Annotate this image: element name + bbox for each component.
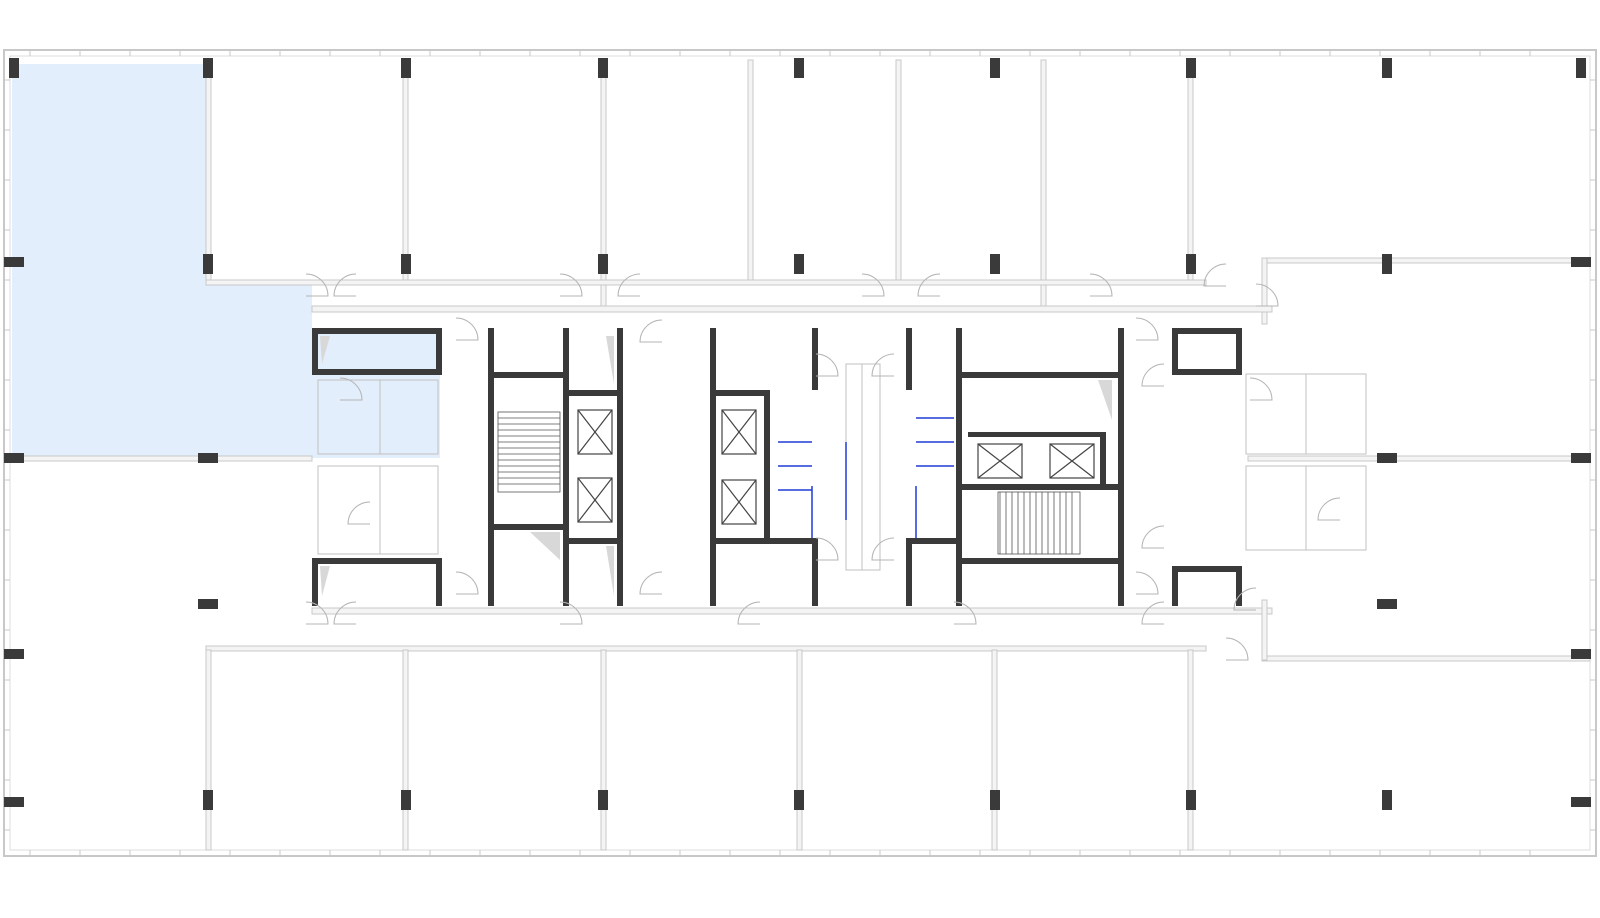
column — [1571, 649, 1591, 659]
column — [794, 58, 804, 78]
column — [1382, 790, 1392, 810]
core-walls — [312, 328, 1242, 606]
door-swing — [1255, 283, 1279, 307]
column — [1571, 257, 1591, 267]
column — [4, 797, 24, 807]
door-swing — [1233, 587, 1257, 611]
column — [4, 453, 24, 463]
column — [794, 254, 804, 274]
column — [1377, 599, 1397, 609]
door-swing — [333, 273, 357, 297]
column — [990, 254, 1000, 274]
north-office-walls — [205, 59, 1591, 325]
door-swing — [1135, 571, 1159, 595]
door-swing — [1203, 263, 1227, 287]
restroom-fixtures — [317, 373, 1367, 555]
structural-columns — [4, 58, 1591, 810]
door-swings — [305, 263, 1341, 661]
column — [1576, 58, 1586, 78]
column — [598, 254, 608, 274]
door-swing — [1135, 317, 1159, 341]
column — [990, 58, 1000, 78]
central-shaft — [845, 363, 881, 571]
column — [1186, 790, 1196, 810]
door-swing — [333, 601, 357, 625]
south-office-walls — [205, 649, 1194, 851]
door-swing — [559, 601, 583, 625]
door-swing — [339, 377, 363, 401]
column — [198, 453, 218, 463]
column — [1186, 58, 1196, 78]
door-swing — [1225, 637, 1249, 661]
column — [794, 790, 804, 810]
door-swing — [737, 601, 761, 625]
column — [1571, 797, 1591, 807]
restroom-partitions — [778, 417, 954, 538]
door-swing — [305, 273, 329, 297]
highlighted-office-unit[interactable] — [12, 64, 440, 458]
column — [203, 58, 213, 78]
door-swing — [639, 319, 663, 343]
door-swing — [861, 273, 885, 297]
door-swing — [815, 537, 839, 561]
door-swing — [1249, 377, 1273, 401]
elevator-cars — [577, 409, 1095, 525]
door-swing — [455, 571, 479, 595]
column — [198, 599, 218, 609]
door-swing — [1089, 273, 1113, 297]
column — [990, 790, 1000, 810]
door-swing — [1317, 497, 1341, 521]
door-swing — [639, 571, 663, 595]
column — [1186, 254, 1196, 274]
column — [1382, 58, 1392, 78]
door-swing — [1141, 601, 1165, 625]
door-swing — [871, 537, 895, 561]
shaft-fills — [320, 336, 1112, 596]
column — [401, 254, 411, 274]
column — [1382, 254, 1392, 274]
column — [9, 58, 19, 78]
column — [4, 257, 24, 267]
door-swing — [815, 353, 839, 377]
door-swing — [347, 501, 371, 525]
door-swing — [1141, 525, 1165, 549]
door-swing — [559, 273, 583, 297]
column — [1571, 453, 1591, 463]
west-stair — [497, 411, 561, 493]
column — [203, 790, 213, 810]
column — [401, 58, 411, 78]
column — [203, 254, 213, 274]
east-stair — [997, 491, 1081, 555]
column — [598, 58, 608, 78]
door-swing — [953, 601, 977, 625]
column — [4, 649, 24, 659]
door-swing — [455, 317, 479, 341]
door-swing — [917, 273, 941, 297]
side-dividers — [11, 455, 1591, 462]
column — [1377, 453, 1397, 463]
column — [598, 790, 608, 810]
door-swing — [871, 353, 895, 377]
facade-mullions — [4, 50, 1596, 856]
column — [401, 790, 411, 810]
door-swing — [617, 273, 641, 297]
door-swing — [1141, 363, 1165, 387]
door-swing — [305, 601, 329, 625]
